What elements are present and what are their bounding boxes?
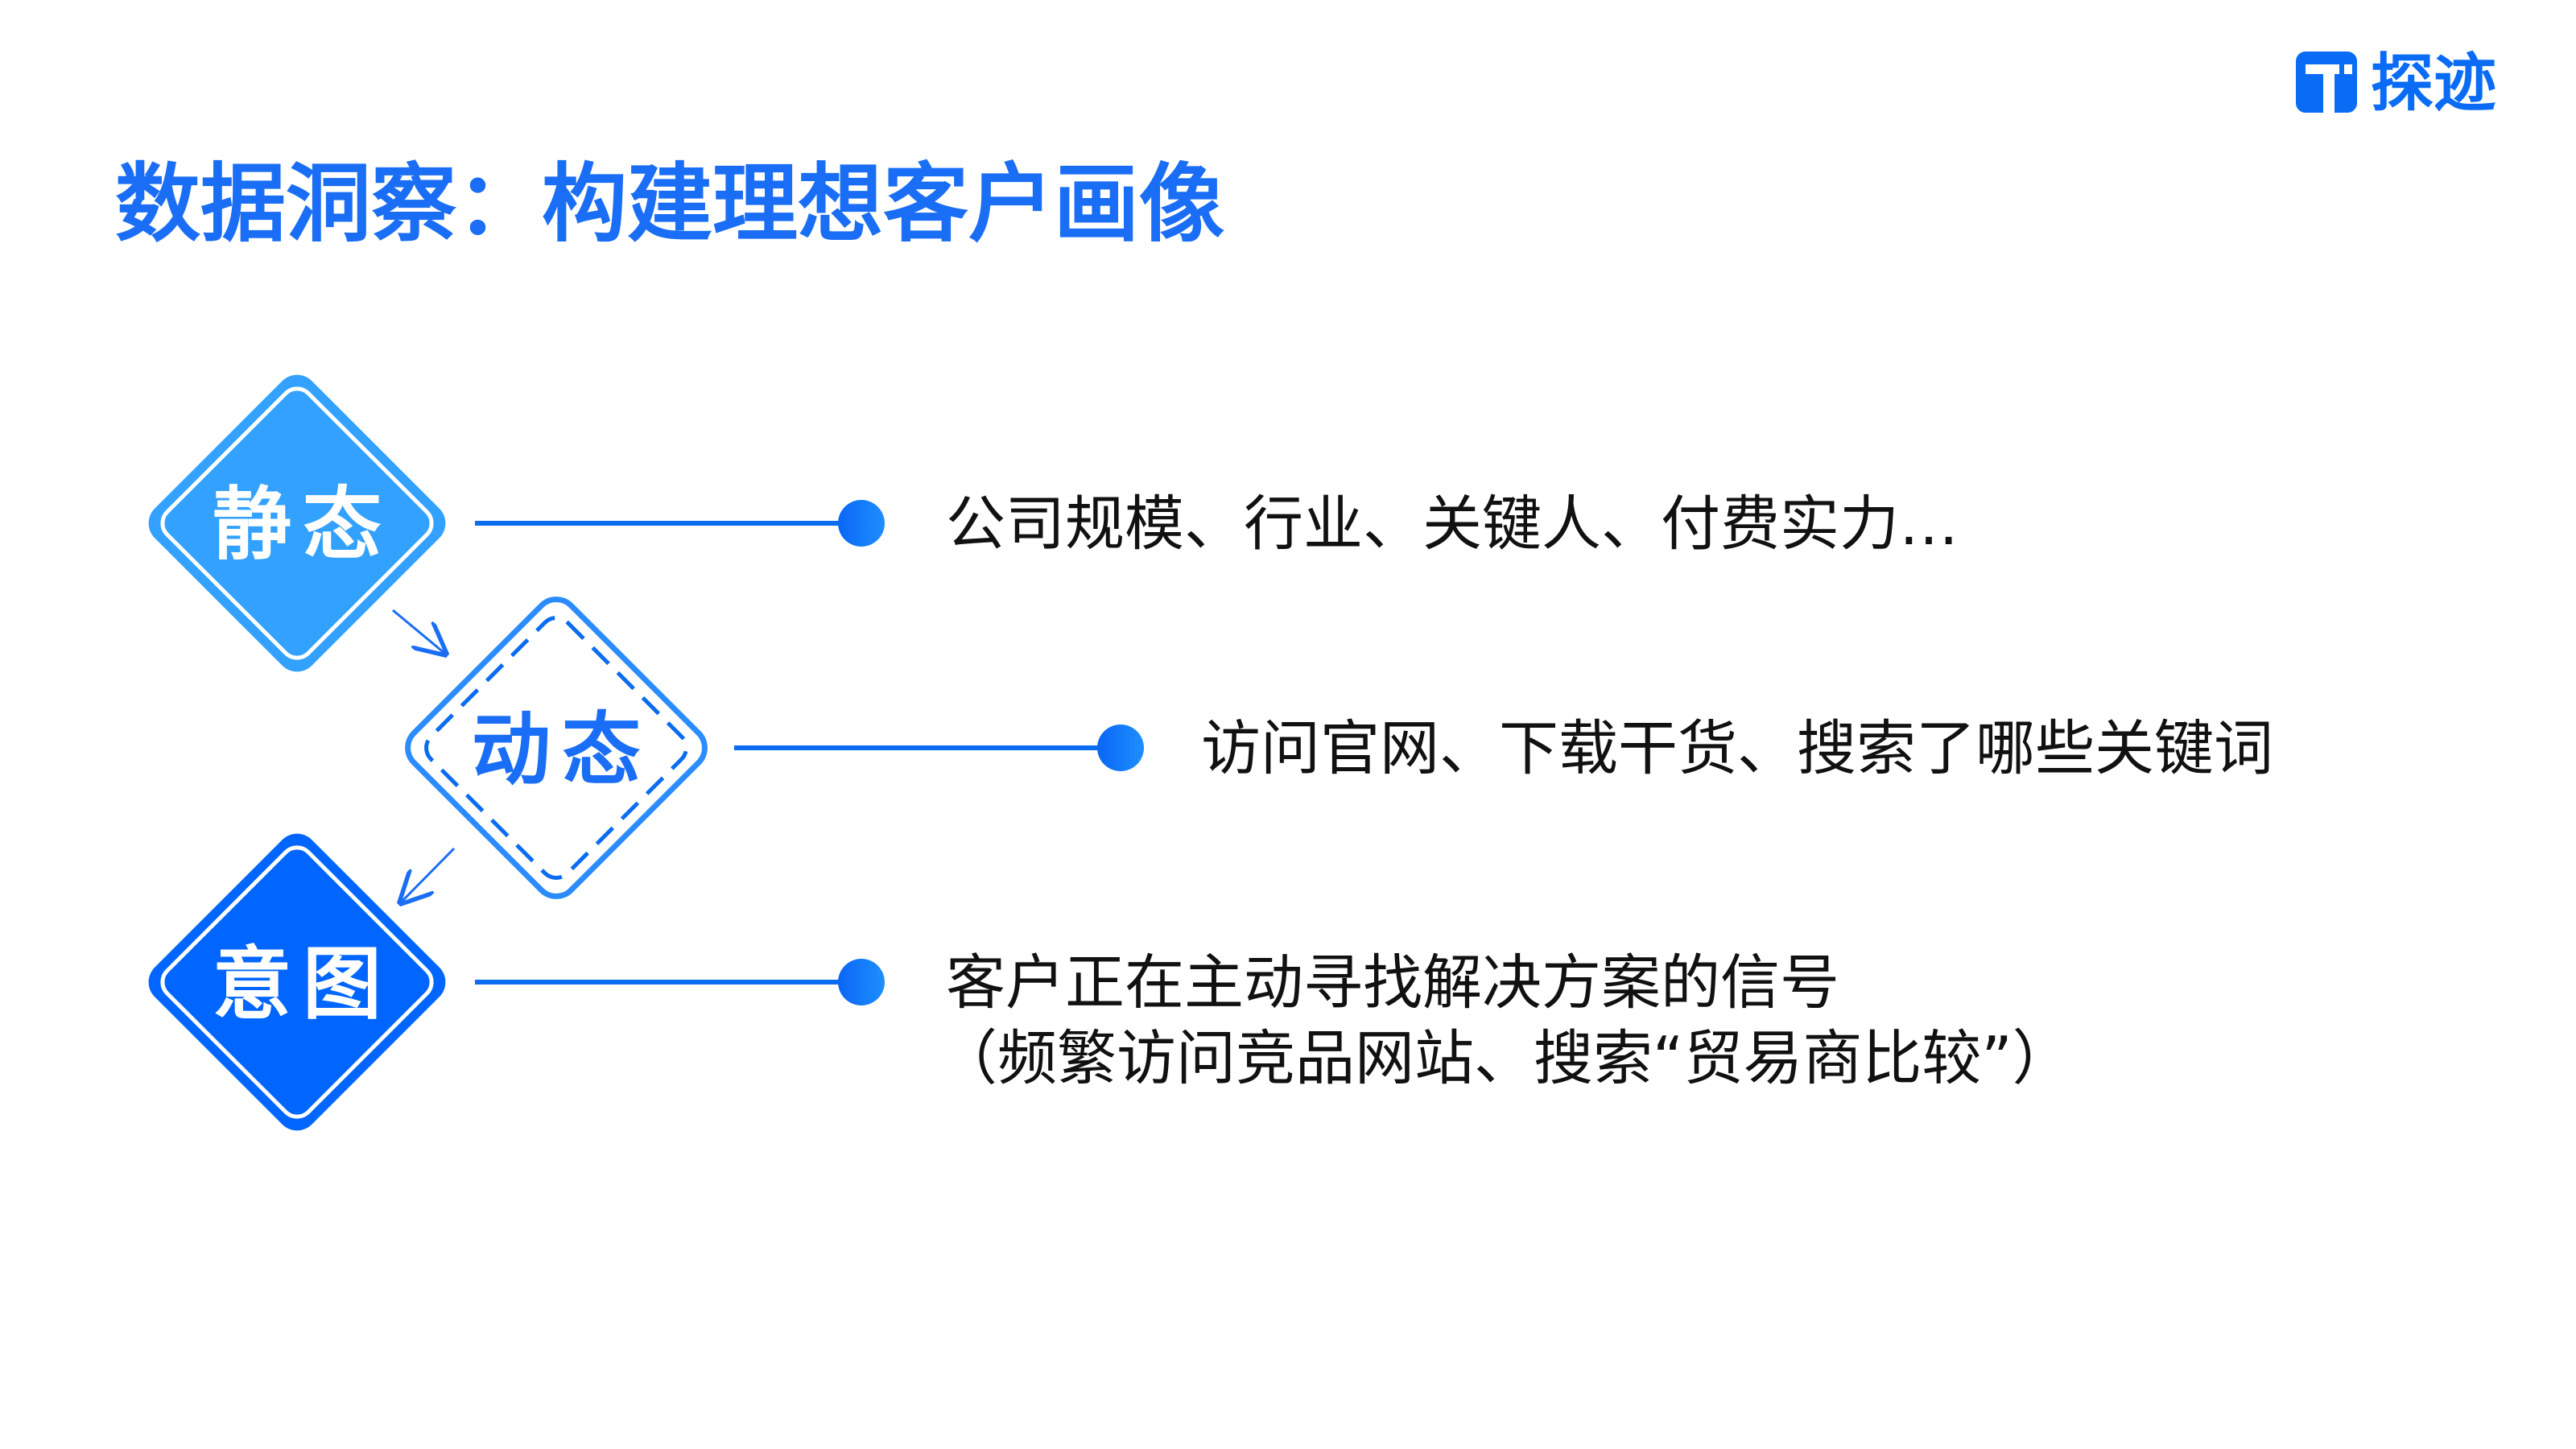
stage-description-dynamic: 访问官网、下载干货、搜索了哪些关键词 <box>1201 714 2273 783</box>
bullet-dot <box>838 959 885 1005</box>
stage-dynamic: 动态 访问官网、下载干货、搜索了哪些关键词 <box>405 597 2273 899</box>
diamond-dynamic <box>405 597 708 899</box>
stage-label-static: 静态 <box>213 479 393 571</box>
diamond-intent <box>148 833 446 1131</box>
diamond-static <box>148 374 446 672</box>
stage-description-static: 公司规模、行业、关键人、付费实力… <box>946 489 1959 559</box>
arrow-icon <box>392 609 445 654</box>
bullet-dot <box>1097 724 1144 771</box>
stage-description-intent: 客户正在主动寻找解决方案的信号 <box>946 948 1839 1018</box>
stage-intent: 意图 客户正在主动寻找解决方案的信号 （频繁访问竞品网站、搜索“贸易商比较”） <box>148 833 2072 1131</box>
page-title: 数据洞察：构建理想客户画像 <box>115 155 1224 254</box>
logo-text: 探迹 <box>2371 47 2496 120</box>
stage-static: 静态 公司规模、行业、关键人、付费实力… <box>148 374 1959 672</box>
stage-description-intent-detail: （频繁访问竞品网站、搜索“贸易商比较”） <box>938 1024 2072 1093</box>
stage-label-intent: 意图 <box>213 939 393 1030</box>
brand-logo: 探迹 <box>2296 47 2496 120</box>
arrow-icon <box>401 847 456 902</box>
bullet-dot <box>838 500 885 547</box>
stage-label-dynamic: 动态 <box>472 704 652 796</box>
